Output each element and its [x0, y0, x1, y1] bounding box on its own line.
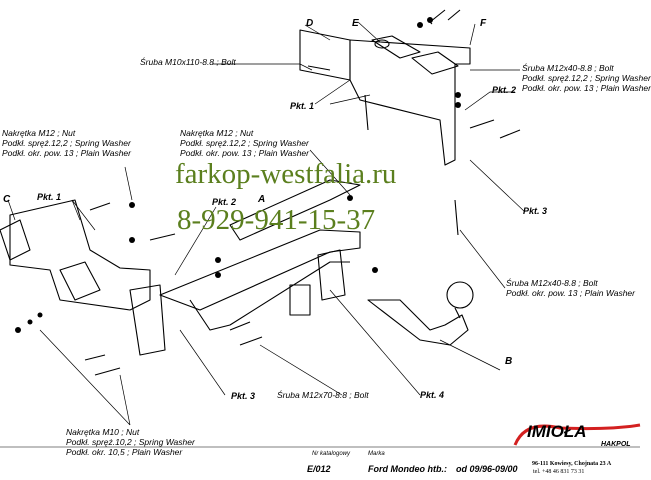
nut-right-1 — [347, 195, 353, 201]
nut-m10-2 — [27, 319, 33, 325]
part-letter-f: F — [480, 18, 487, 29]
bracket-top — [349, 39, 471, 166]
brand-logo-swoosh — [513, 423, 641, 446]
leader-nut-center — [309, 149, 351, 196]
nut-left-2 — [129, 237, 135, 243]
socket-bracket — [317, 249, 346, 301]
bolt-lower-left — [94, 367, 121, 376]
bolt-left-top-2 — [149, 233, 176, 241]
spacer-tube-c1 — [0, 219, 31, 261]
bolt-top-2 — [447, 9, 461, 21]
leader-bolt-m10x110 — [212, 63, 313, 71]
washer-1 — [455, 102, 461, 108]
leader-pkt3-bottom — [179, 329, 226, 396]
bolt-left-top-1 — [89, 202, 111, 211]
nut-m10-3 — [37, 312, 43, 318]
leader-c — [7, 199, 16, 221]
bracket-top-plate — [299, 29, 351, 81]
label-bolt-m12x40-top: Śruba M12x40-8.8 ; Bolt Podkł. spręż.12,… — [522, 63, 651, 93]
leader-e — [357, 21, 381, 43]
nut-center-2 — [215, 272, 221, 278]
bolt-right-1 — [469, 119, 495, 129]
leader-m10 — [39, 329, 131, 426]
bolt-m12x70-2 — [229, 321, 251, 331]
ball-mount-b — [367, 299, 469, 346]
bolt-vertical — [364, 94, 369, 131]
socket-plate — [289, 284, 311, 316]
footer-address: 96-111 Kowiesy, Chojnata 23 A — [532, 461, 612, 467]
bolt-m10x110 — [307, 65, 331, 71]
leader-pkt3-right — [469, 159, 526, 213]
nut-m10-1 — [15, 327, 21, 333]
pkt3-bottom: Pkt. 3 — [231, 391, 256, 401]
label-nut-m12-center: Nakrętka M12 ; Nut Podkł. spręż.12,2 ; S… — [180, 128, 309, 158]
footer-make-label: Marka — [368, 451, 385, 457]
leader-m12x70 — [259, 344, 343, 396]
crossbeam-top-flange — [229, 179, 361, 241]
tow-ball-neck — [454, 307, 461, 319]
pkt1-top: Pkt. 1 — [290, 101, 315, 111]
part-letter-a: A — [258, 194, 266, 205]
part-letter-e: E — [352, 18, 359, 29]
nut-top-1 — [427, 17, 433, 23]
nut-top-3 — [455, 92, 461, 98]
footer-phone: tel. +48 46 831 73 31 — [533, 469, 585, 475]
bolt-m12x70-1 — [239, 336, 263, 346]
side-plate-left — [129, 284, 166, 356]
nut-center-1 — [215, 257, 221, 263]
pkt3-right: Pkt. 3 — [523, 206, 548, 216]
footer-catalog-label: Nr katalogowy — [312, 451, 351, 457]
brand-logo-sub: HAKPOL — [601, 441, 631, 448]
watermark-site: farkop-westfalia.ru — [175, 158, 397, 190]
bracket-c — [9, 199, 151, 311]
spacer-tube-f — [411, 51, 459, 75]
label-bolt-m10x110: Śruba M10x110-8.8 ; Bolt — [140, 57, 236, 67]
label-nut-m12-left: Nakrętka M12 ; Nut Podkł. spręż.12,2 ; S… — [2, 128, 131, 158]
bolt-lower-left-2 — [84, 354, 106, 361]
leader-f — [469, 23, 476, 46]
leader-nut-left — [124, 166, 133, 201]
spacer-tube-c2 — [59, 261, 101, 301]
part-letter-d: D — [306, 18, 314, 29]
footer-years: od 09/96-09/00 — [456, 464, 518, 474]
pkt2-top: Pkt. 2 — [492, 85, 517, 95]
nut-right-2 — [372, 267, 378, 273]
leader-pkt4 — [329, 289, 421, 396]
spacer-tube-e — [371, 35, 421, 59]
bolt-center-vertical — [454, 199, 459, 236]
nut-top-2 — [417, 22, 423, 28]
crossbeam-a — [159, 229, 361, 311]
pkt2-center: Pkt. 2 — [212, 197, 237, 207]
leader-m12x40-right — [459, 229, 506, 289]
leader-pkt1-left — [71, 199, 96, 231]
footer-make-value: Ford Mondeo htb.: — [368, 464, 447, 474]
crossbeam-a-lower — [189, 261, 350, 331]
label-bolt-m12x40-right: Śruba M12x40-8.8 ; Bolt Podkł. okr. pow.… — [506, 278, 635, 298]
brand-logo-text: IMIOŁA — [527, 422, 587, 441]
leader-pkt2-center — [174, 206, 217, 276]
nut-left-1 — [129, 202, 135, 208]
leader-pkt1-top — [314, 79, 371, 105]
leader-pkt2-top — [464, 91, 515, 111]
spacer-tube-e-end — [374, 39, 390, 49]
watermark-phone: 8-929-941-15-37 — [177, 204, 376, 236]
leader-d — [304, 24, 331, 41]
bolt-right-2 — [499, 129, 521, 139]
pkt4: Pkt. 4 — [420, 390, 445, 400]
part-letter-b: B — [505, 356, 513, 367]
leader-b — [439, 339, 501, 371]
label-bolt-m12x70: Śruba M12x70-8.8 ; Bolt — [277, 390, 369, 400]
footer-catalog-value: E/012 — [307, 464, 331, 474]
part-letter-c: C — [3, 194, 11, 205]
tow-ball — [446, 281, 474, 309]
pkt1-left: Pkt. 1 — [37, 192, 62, 202]
label-nut-m10: Nakrętka M10 ; Nut Podkł. spręż.10,2 ; S… — [66, 427, 195, 457]
